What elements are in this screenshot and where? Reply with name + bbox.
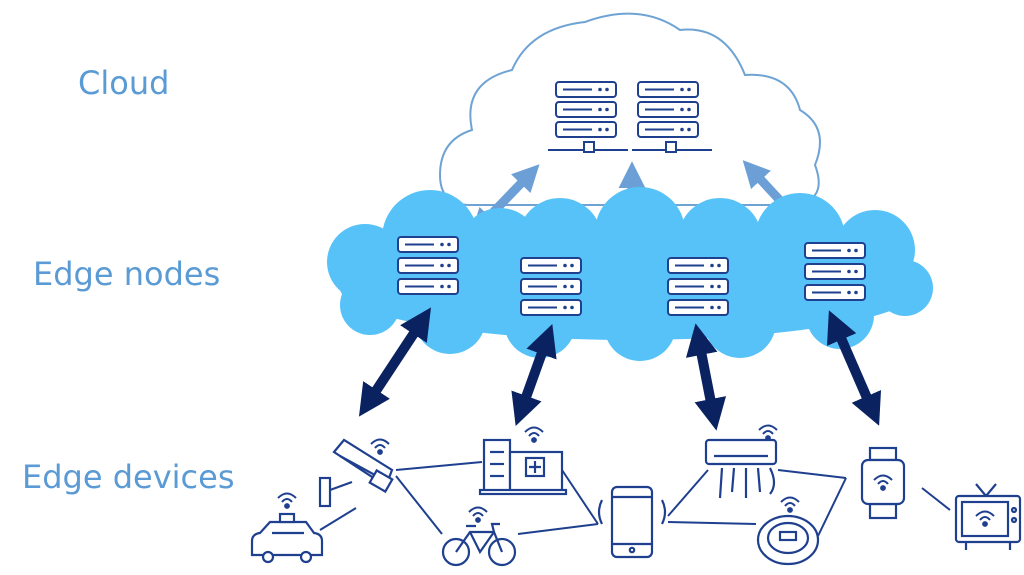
edge-node-server-2: [520, 257, 582, 316]
bicycle-icon: [441, 506, 517, 567]
cloud-server-rack-right: [632, 81, 712, 153]
edge-device-arrows: [358, 307, 882, 431]
cloud-shape: [438, 12, 821, 206]
cloud-server-rack-left: [548, 81, 628, 153]
smart-tv-icon: [954, 483, 1022, 550]
edge-nodes-layer-label: Edge nodes: [33, 255, 221, 293]
smartwatch-icon: [860, 446, 906, 520]
taxi-icon: [250, 492, 324, 564]
hospital-building-icon: [478, 426, 568, 496]
air-conditioner-icon: [704, 424, 779, 499]
device-links: [319, 461, 951, 537]
cctv-camera-icon: [318, 438, 394, 508]
smartphone-icon: [597, 485, 667, 559]
edge-node-server-1: [397, 236, 459, 295]
robot-vacuum-icon: [756, 496, 820, 566]
edge-node-server-3: [667, 257, 729, 316]
edge-node-server-4: [804, 242, 866, 301]
edge-devices-layer-label: Edge devices: [22, 458, 235, 496]
cloud-layer-label: Cloud: [78, 64, 170, 102]
